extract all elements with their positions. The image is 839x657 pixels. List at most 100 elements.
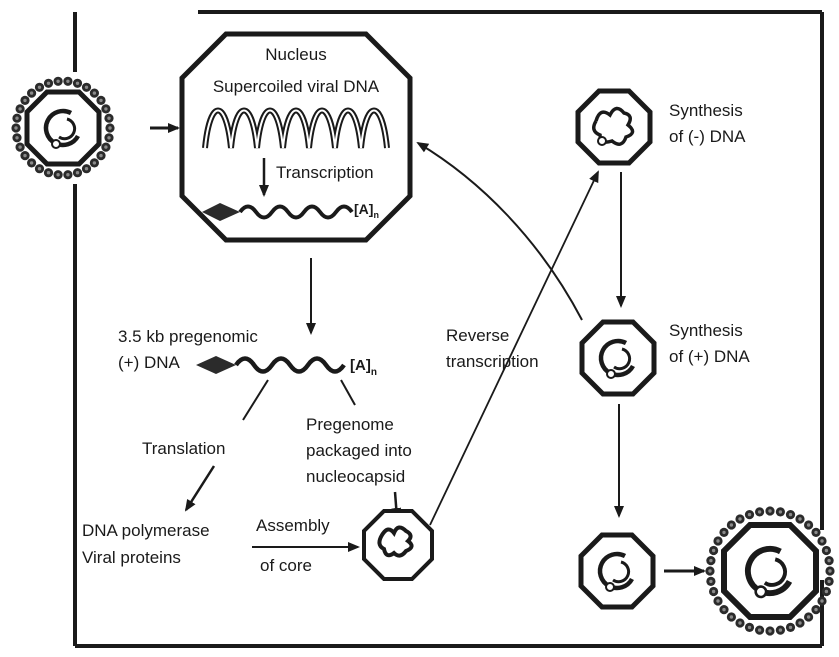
- exiting-virion: [705, 506, 834, 635]
- core-capsid: [364, 511, 432, 579]
- minus-capsid-octagon: [578, 91, 650, 163]
- envelope-bead: [35, 83, 44, 92]
- envelope-bead: [822, 546, 831, 555]
- envelope-bead: [795, 514, 804, 523]
- plus-strand-capsid: [582, 322, 654, 394]
- envelope-bead: [811, 605, 820, 614]
- minus-synthesis-line2: of (-) DNA: [669, 127, 746, 146]
- pregenome-poly-a-tail: [A]n: [350, 357, 377, 378]
- envelope-bead: [817, 536, 826, 545]
- envelope-bead: [90, 89, 99, 98]
- supercoiled-dna-label: Supercoiled viral DNA: [213, 77, 380, 96]
- envelope-bead: [822, 587, 831, 596]
- plus-capsid-octagon: [582, 322, 654, 394]
- minus-synthesis-line1: Synthesis: [669, 101, 743, 120]
- core-octagon: [364, 511, 432, 579]
- envelope-bead: [35, 164, 44, 173]
- envelope-bead: [713, 536, 722, 545]
- envelope-bead: [104, 133, 113, 142]
- transcription-label: Transcription: [276, 163, 374, 182]
- envelope-bead: [719, 528, 728, 537]
- envelope-bead: [706, 556, 715, 565]
- envelope-bead: [63, 77, 72, 86]
- reverse-transcription-arrow: [430, 172, 598, 525]
- minus-strand-capsid: [578, 91, 650, 163]
- envelope-bead: [755, 626, 764, 635]
- virion-capsid-octagon: [724, 525, 816, 617]
- envelope-bead: [719, 605, 728, 614]
- envelope-bead: [795, 618, 804, 627]
- envelope-bead: [825, 566, 834, 575]
- envelope-bead: [709, 587, 718, 596]
- nucleus-title: Nucleus: [265, 45, 326, 64]
- envelope-bead: [817, 596, 826, 605]
- pregenome-cap-icon: [196, 356, 236, 374]
- envelope-bead: [765, 626, 774, 635]
- reverse-transcription-line2: transcription: [446, 352, 539, 371]
- envelope-bead: [82, 164, 91, 173]
- assembly-line1: Assembly: [256, 516, 330, 535]
- pregenome-wave-icon: [236, 359, 344, 372]
- pregenomic-label-line1: 3.5 kb pregenomic: [118, 327, 258, 346]
- envelope-bead: [20, 151, 29, 160]
- entering-virion: [11, 77, 114, 180]
- reverse-transcription-line1: Reverse: [446, 326, 509, 345]
- envelope-bead: [804, 520, 813, 529]
- products-line1: DNA polymerase: [82, 521, 210, 540]
- mature-core-capsid: [581, 535, 653, 607]
- packaging-line2: packaged into: [306, 441, 412, 460]
- capsid-octagon: [27, 92, 99, 164]
- translation-branch-line: [243, 380, 268, 420]
- envelope-bead: [727, 612, 736, 621]
- envelope-bead: [20, 96, 29, 105]
- assembly-line2: of core: [260, 556, 312, 575]
- envelope-bead: [82, 83, 91, 92]
- plus-synthesis-line2: of (+) DNA: [669, 347, 750, 366]
- envelope-bead: [12, 114, 21, 123]
- nucleus: Nucleus Supercoiled viral DNA Transcript…: [182, 34, 410, 240]
- envelope-bead: [44, 79, 53, 88]
- translation-arrow: [186, 466, 214, 510]
- envelope-bead: [90, 158, 99, 167]
- envelope-bead: [735, 618, 744, 627]
- envelope-bead: [745, 623, 754, 632]
- envelope-bead: [713, 596, 722, 605]
- envelope-bead: [776, 626, 785, 635]
- envelope-bead: [73, 168, 82, 177]
- envelope-bead: [786, 510, 795, 519]
- envelope-bead: [105, 123, 114, 132]
- envelope-bead: [776, 507, 785, 516]
- envelope-bead: [765, 506, 774, 515]
- envelope-bead: [11, 123, 20, 132]
- envelope-bead: [16, 143, 25, 152]
- envelope-bead: [825, 577, 834, 586]
- envelope-bead: [12, 133, 21, 142]
- envelope-bead: [16, 104, 25, 113]
- packaging-branch-line: [341, 380, 355, 405]
- recycling-arrow: [418, 143, 582, 320]
- translation-label: Translation: [142, 439, 225, 458]
- envelope-bead: [755, 507, 764, 516]
- envelope-bead: [709, 546, 718, 555]
- envelope-bead: [705, 566, 714, 575]
- envelope-bead: [727, 520, 736, 529]
- envelope-bead: [811, 528, 820, 537]
- envelope-bead: [96, 151, 105, 160]
- packaging-line3: nucleocapsid: [306, 467, 405, 486]
- packaging-line1: Pregenome: [306, 415, 394, 434]
- envelope-bead: [804, 612, 813, 621]
- envelope-bead: [54, 170, 63, 179]
- envelope-bead: [745, 510, 754, 519]
- envelope-bead: [706, 577, 715, 586]
- products-line2: Viral proteins: [82, 548, 181, 567]
- envelope-bead: [63, 170, 72, 179]
- envelope-bead: [27, 89, 36, 98]
- envelope-bead: [73, 79, 82, 88]
- envelope-bead: [54, 77, 63, 86]
- pregenomic-rna: 3.5 kb pregenomic (+) DNA [A]n: [118, 327, 377, 378]
- envelope-bead: [104, 114, 113, 123]
- envelope-bead: [101, 143, 110, 152]
- envelope-bead: [101, 104, 110, 113]
